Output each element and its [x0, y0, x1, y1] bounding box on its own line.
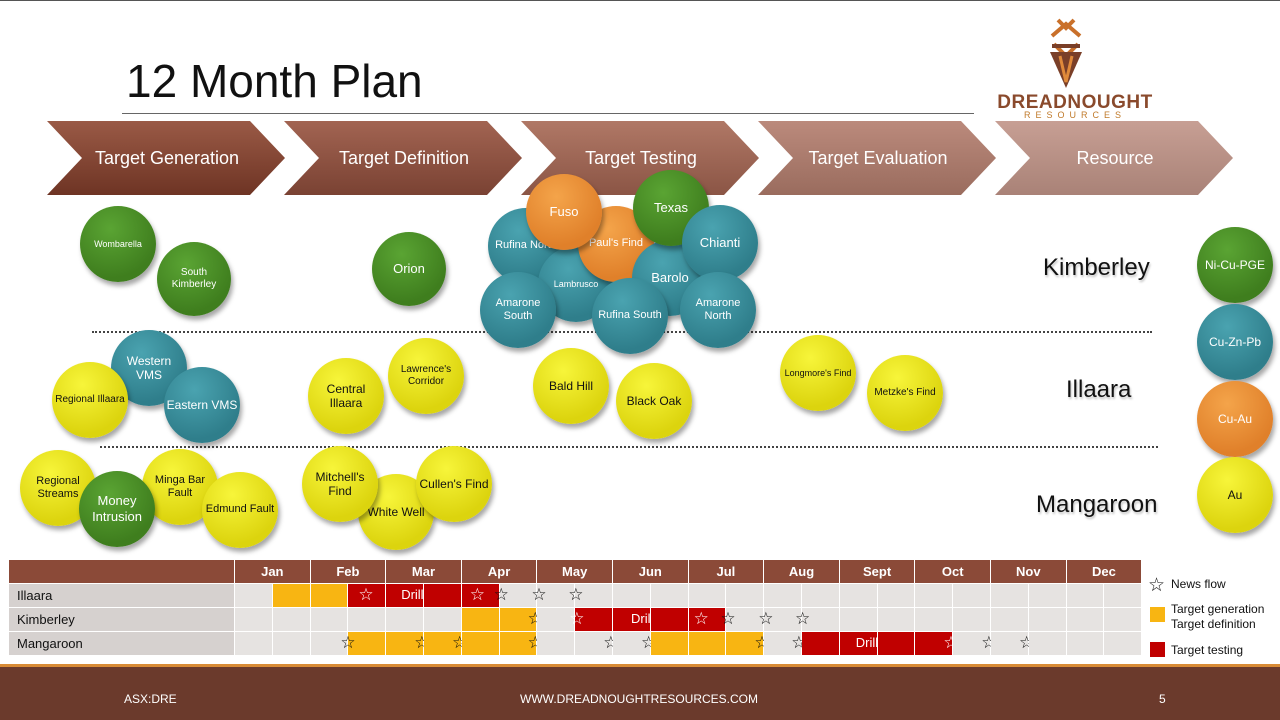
target-black-oak: Black Oak — [616, 363, 692, 439]
region-divider — [100, 446, 1158, 448]
logo-wordmark: DREADNOUGHT — [997, 92, 1153, 113]
target-eastern-vms: Eastern VMS — [164, 367, 240, 443]
target-amarone-south: Amarone South — [480, 272, 556, 348]
schedule-row-label: Kimberley — [8, 607, 235, 632]
target-amarone-north: Amarone North — [680, 272, 756, 348]
target-money-intrusion: Money Intrusion — [79, 471, 155, 547]
target-wombarella: Wombarella — [80, 206, 156, 282]
stage-target-generation: Target Generation — [94, 148, 240, 168]
month-header: Jun — [612, 559, 689, 584]
legend-swatch-orange — [1150, 607, 1165, 622]
target-cullens-find: Cullen's Find — [416, 446, 492, 522]
month-header: Apr — [460, 559, 538, 584]
month-header: Jul — [687, 559, 765, 584]
news-flow-star-icon: ☆ — [493, 585, 509, 604]
month-header: Nov — [990, 559, 1067, 584]
commodity-au: Au — [1197, 457, 1273, 533]
legend-swatch-red — [1150, 642, 1165, 657]
month-header: Mar — [385, 559, 462, 584]
schedule-row-mangaroon: Mangaroon ☆ ☆ ☆ ☆ ☆ ☆ ☆ ☆ Drilling ☆ ☆ ☆ — [8, 631, 1143, 656]
target-chianti: Chianti — [682, 205, 758, 281]
stage-target-testing: Target Testing — [585, 148, 697, 168]
target-longmores-find: Longmore's Find — [780, 335, 856, 411]
legend-target-testing: Target testing — [1171, 643, 1244, 657]
target-orion: Orion — [372, 232, 446, 306]
target-fuso: Fuso — [526, 174, 602, 250]
page-number: 5 — [1159, 692, 1166, 706]
news-flow-star-icon: ☆ — [758, 609, 774, 628]
news-flow-star-icon: ☆ — [795, 609, 811, 628]
month-header: Aug — [763, 559, 840, 584]
stage-resource: Resource — [1076, 148, 1154, 168]
month-header: May — [536, 559, 613, 584]
stage-target-definition: Target Definition — [338, 148, 470, 168]
target-south-kimberley: South Kimberley — [157, 242, 231, 316]
title-divider — [122, 113, 974, 114]
page-title: 12 Month Plan — [126, 55, 423, 107]
month-header: Dec — [1065, 559, 1143, 584]
target-bald-hill: Bald Hill — [533, 348, 609, 424]
month-header: Oct — [914, 559, 992, 584]
legend-news-flow: News flow — [1171, 577, 1226, 591]
dreadnought-logo-icon — [1050, 18, 1082, 88]
legend-target-generation: Target generation — [1171, 602, 1265, 616]
news-flow-star-icon: ☆ — [358, 585, 374, 604]
target-regional-illaara: Regional Illaara — [52, 362, 128, 438]
news-flow-star-icon: ☆ — [340, 633, 356, 652]
stage-target-evaluation: Target Evaluation — [808, 148, 948, 168]
news-flow-star-icon: ☆ — [469, 585, 486, 604]
target-edmund-fault: Edmund Fault — [202, 472, 278, 548]
commodity-cu-zn-pb: Cu-Zn-Pb — [1197, 304, 1273, 380]
top-border — [0, 0, 1280, 1]
legend-target-definition: Target definition — [1171, 617, 1256, 631]
footer-ticker: ASX:DRE — [124, 692, 177, 706]
region-label-illaara: Illaara — [1066, 376, 1132, 403]
target-rufina-south: Rufina South — [592, 278, 668, 354]
schedule-row-label: Illaara — [8, 583, 235, 608]
news-flow-star-icon: ☆ — [531, 585, 547, 604]
logo-subtitle: RESOURCES — [1023, 110, 1126, 120]
target-central-illaara: Central Illaara — [308, 358, 384, 434]
region-label-kimberley: Kimberley — [1043, 254, 1150, 281]
news-flow-star-icon: ☆ — [569, 609, 585, 628]
schedule-header-row: Jan Feb Mar Apr May Jun Jul Aug Sept Oct… — [8, 559, 1143, 584]
target-metzkes-find: Metzke's Find — [867, 355, 943, 431]
footer-accent — [0, 664, 1280, 668]
month-header: Sept — [838, 559, 916, 584]
target-mitchells-find: Mitchell's Find — [302, 446, 378, 522]
footer-website: WWW.DREADNOUGHTRESOURCES.COM — [520, 692, 758, 706]
schedule-row-illaara: Illaara ☆ Drilling ☆ ☆ ☆ ☆ — [8, 583, 1143, 608]
month-header: Feb — [309, 559, 387, 584]
news-flow-star-icon: ☆ — [720, 609, 736, 628]
target-lawrences-corridor: Lawrence's Corridor — [388, 338, 464, 414]
month-header: Jan — [234, 559, 311, 584]
news-flow-star-icon: ☆ — [693, 609, 709, 628]
news-flow-star-icon: ☆ — [568, 585, 584, 604]
legend-star-icon: ☆ — [1148, 575, 1166, 596]
commodity-ni-cu-pge: Ni-Cu-PGE — [1197, 227, 1273, 303]
commodity-cu-au: Cu-Au — [1197, 381, 1273, 457]
region-label-mangaroon: Mangaroon — [1036, 491, 1158, 518]
schedule-corner — [8, 559, 235, 584]
footer-bar — [0, 667, 1280, 720]
schedule-row-label: Mangaroon — [8, 631, 235, 656]
schedule-table: Jan Feb Mar Apr May Jun Jul Aug Sept Oct… — [8, 559, 1143, 656]
schedule-row-kimberley: Kimberley ☆ ☆ Drilling ☆ ☆ ☆ ☆ — [8, 607, 1143, 632]
